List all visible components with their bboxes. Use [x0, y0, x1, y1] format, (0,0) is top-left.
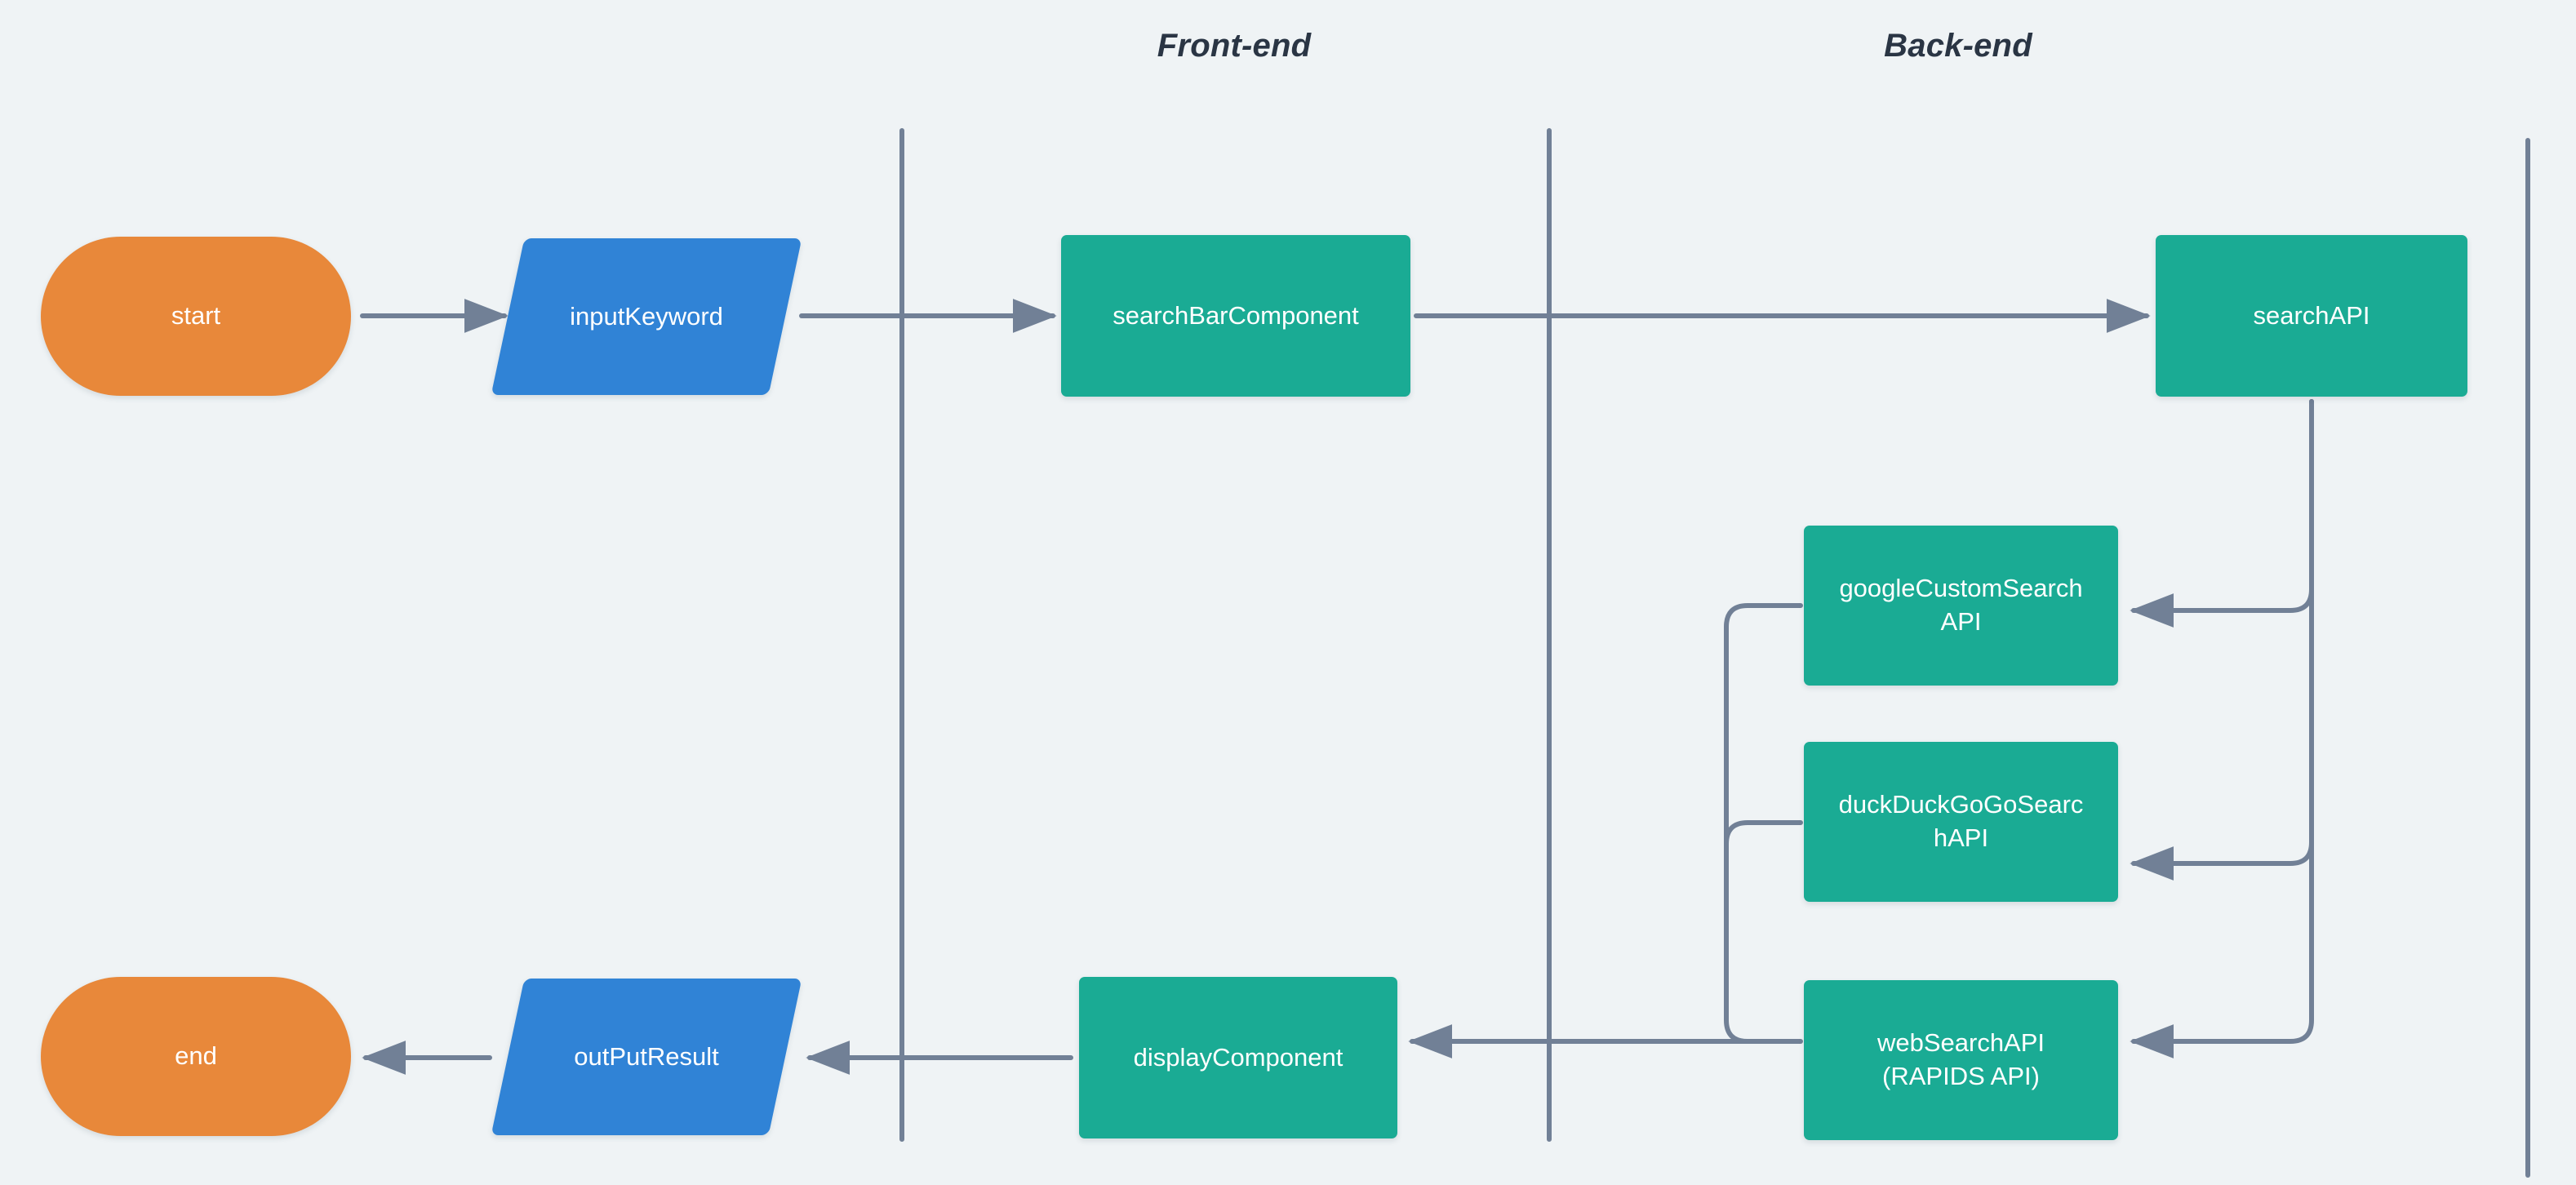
node-searchAPI[interactable]: searchAPI: [2156, 235, 2467, 397]
node-end-label: end: [175, 1041, 217, 1071]
lane-title-back-end: Back-end: [1884, 28, 2032, 64]
node-searchAPI-label: searchAPI: [2253, 300, 2370, 330]
node-webSearchAPI[interactable]: webSearchAPI (RAPIDS API): [1804, 980, 2118, 1140]
node-searchBarComponent-label: searchBarComponent: [1113, 300, 1359, 330]
edge-searchAPI-to-duckDuckGoGoSearchAPI: [2130, 399, 2314, 881]
edge-googleCustomSearchAPI-to-merge: [1724, 603, 1803, 1044]
node-googleCustomSearchAPI[interactable]: googleCustomSearch API: [1804, 526, 2118, 686]
node-outPutResult-label: outPutResult: [574, 1041, 719, 1071]
node-displayComponent-label: displayComponent: [1133, 1042, 1344, 1072]
node-displayComponent[interactable]: displayComponent: [1079, 977, 1397, 1138]
edge-searchAPI-to-webSearchAPI: [2130, 399, 2314, 1059]
node-start[interactable]: start: [41, 237, 351, 396]
node-start-label: start: [171, 301, 221, 331]
connector-group: [360, 299, 2314, 1075]
node-searchBarComponent[interactable]: searchBarComponent: [1061, 235, 1410, 397]
node-duckDuckGoGoSearchAPI[interactable]: duckDuckGoGoSearc hAPI: [1804, 742, 2118, 902]
node-googleCustomSearchAPI-label: googleCustomSearch API: [1839, 574, 2083, 636]
node-inputKeyword-label: inputKeyword: [570, 301, 723, 331]
node-webSearchAPI-label: webSearchAPI (RAPIDS API): [1876, 1028, 2045, 1090]
node-duckDuckGoGoSearchAPI-label: duckDuckGoGoSearc hAPI: [1838, 790, 2084, 852]
edge-duckDuckGoGoSearchAPI-to-merge: [1724, 820, 1803, 846]
edge-searchAPI-to-googleCustomSearchAPI: [2130, 399, 2314, 628]
node-end[interactable]: end: [41, 977, 351, 1136]
node-outPutResult[interactable]: outPutResult: [491, 979, 802, 1135]
node-inputKeyword[interactable]: inputKeyword: [491, 238, 802, 395]
lane-title-front-end: Front-end: [1157, 28, 1312, 64]
